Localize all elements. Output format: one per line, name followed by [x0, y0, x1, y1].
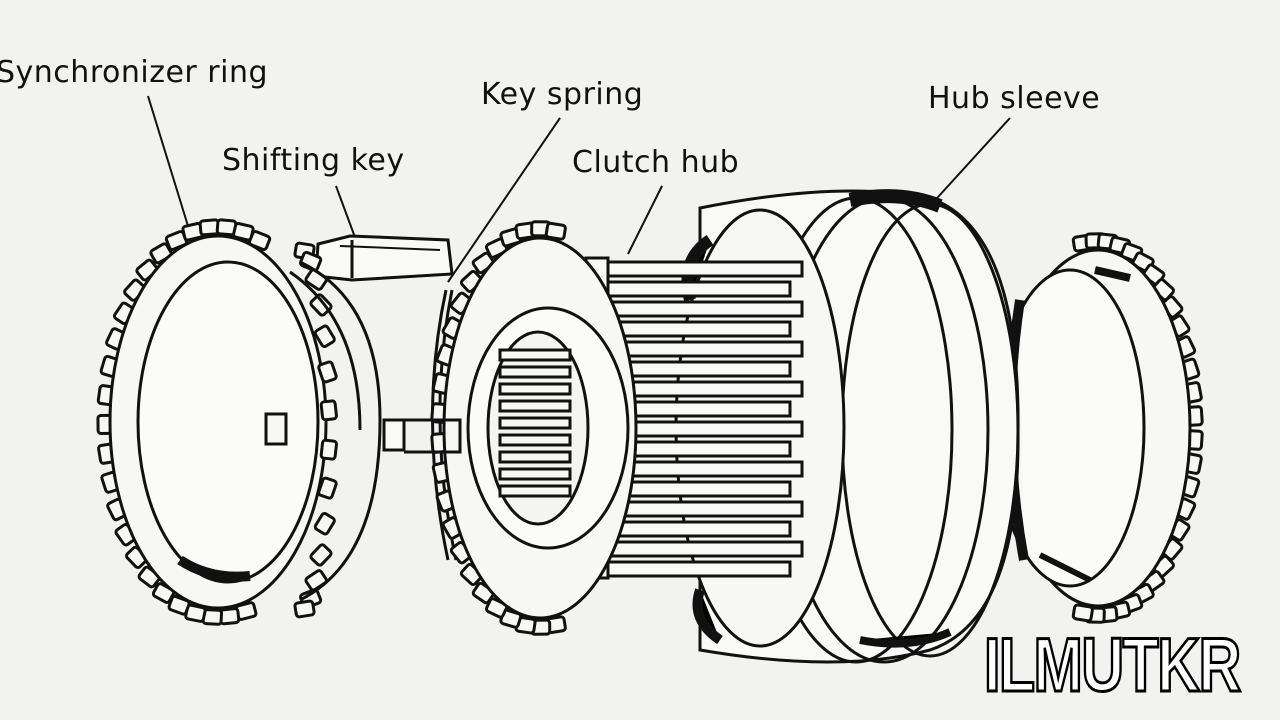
- leader-lines: [147, 95, 1011, 283]
- gear-tooth: [317, 360, 338, 384]
- leader-shifting-key: [335, 185, 357, 241]
- gear-tooth: [317, 476, 338, 500]
- label-shifting-key: Shifting key: [222, 143, 405, 178]
- leader-clutch-hub: [627, 185, 663, 255]
- bore-spline: [498, 450, 572, 464]
- front-gear-ring: [430, 220, 638, 636]
- rear-synchronizer-ring: [994, 232, 1204, 624]
- spline-tooth: [598, 280, 792, 298]
- gear-tooth: [309, 543, 333, 567]
- gear-tooth: [309, 293, 333, 317]
- gear-tooth: [319, 399, 338, 422]
- spline-tooth: [598, 540, 804, 558]
- spline-tooth: [598, 340, 804, 358]
- spline-tooth: [598, 300, 804, 318]
- label-synchronizer-ring: Synchronizer ring: [0, 55, 268, 90]
- label-hub-sleeve: Hub sleeve: [928, 81, 1101, 116]
- bore-spline: [498, 348, 572, 362]
- bore-spline: [498, 467, 572, 481]
- label-key-spring: Key spring: [481, 77, 644, 112]
- gear-tooth: [304, 569, 328, 592]
- gear-tooth: [544, 221, 567, 241]
- spline-tooth: [598, 320, 792, 338]
- spline-tooth: [598, 500, 804, 518]
- spline-tooth: [598, 260, 804, 278]
- front-ring-side-teeth: [293, 241, 338, 619]
- gear-tooth: [319, 438, 338, 461]
- bore-spline: [498, 416, 572, 430]
- gear-tooth: [313, 512, 336, 536]
- spline-tooth: [598, 560, 792, 578]
- bore-spline: [498, 484, 572, 498]
- spline-tooth: [598, 520, 792, 538]
- watermark-logo: ILMUTKR: [983, 623, 1243, 708]
- gear-tooth: [313, 324, 336, 348]
- bore-spline: [498, 399, 572, 413]
- bore-spline: [498, 382, 572, 396]
- inner-splines: [498, 348, 572, 498]
- label-clutch-hub: Clutch hub: [572, 145, 740, 180]
- front-synchronizer-ring: [96, 218, 382, 626]
- shifting-key: [314, 234, 462, 454]
- gear-tooth: [293, 599, 316, 619]
- bore-spline: [498, 365, 572, 379]
- leader-hub-sleeve: [927, 117, 1011, 209]
- bore-spline: [498, 433, 572, 447]
- gear-tooth: [1071, 603, 1094, 623]
- leader-synchronizer-ring: [147, 95, 189, 227]
- leader-key-spring: [447, 117, 561, 283]
